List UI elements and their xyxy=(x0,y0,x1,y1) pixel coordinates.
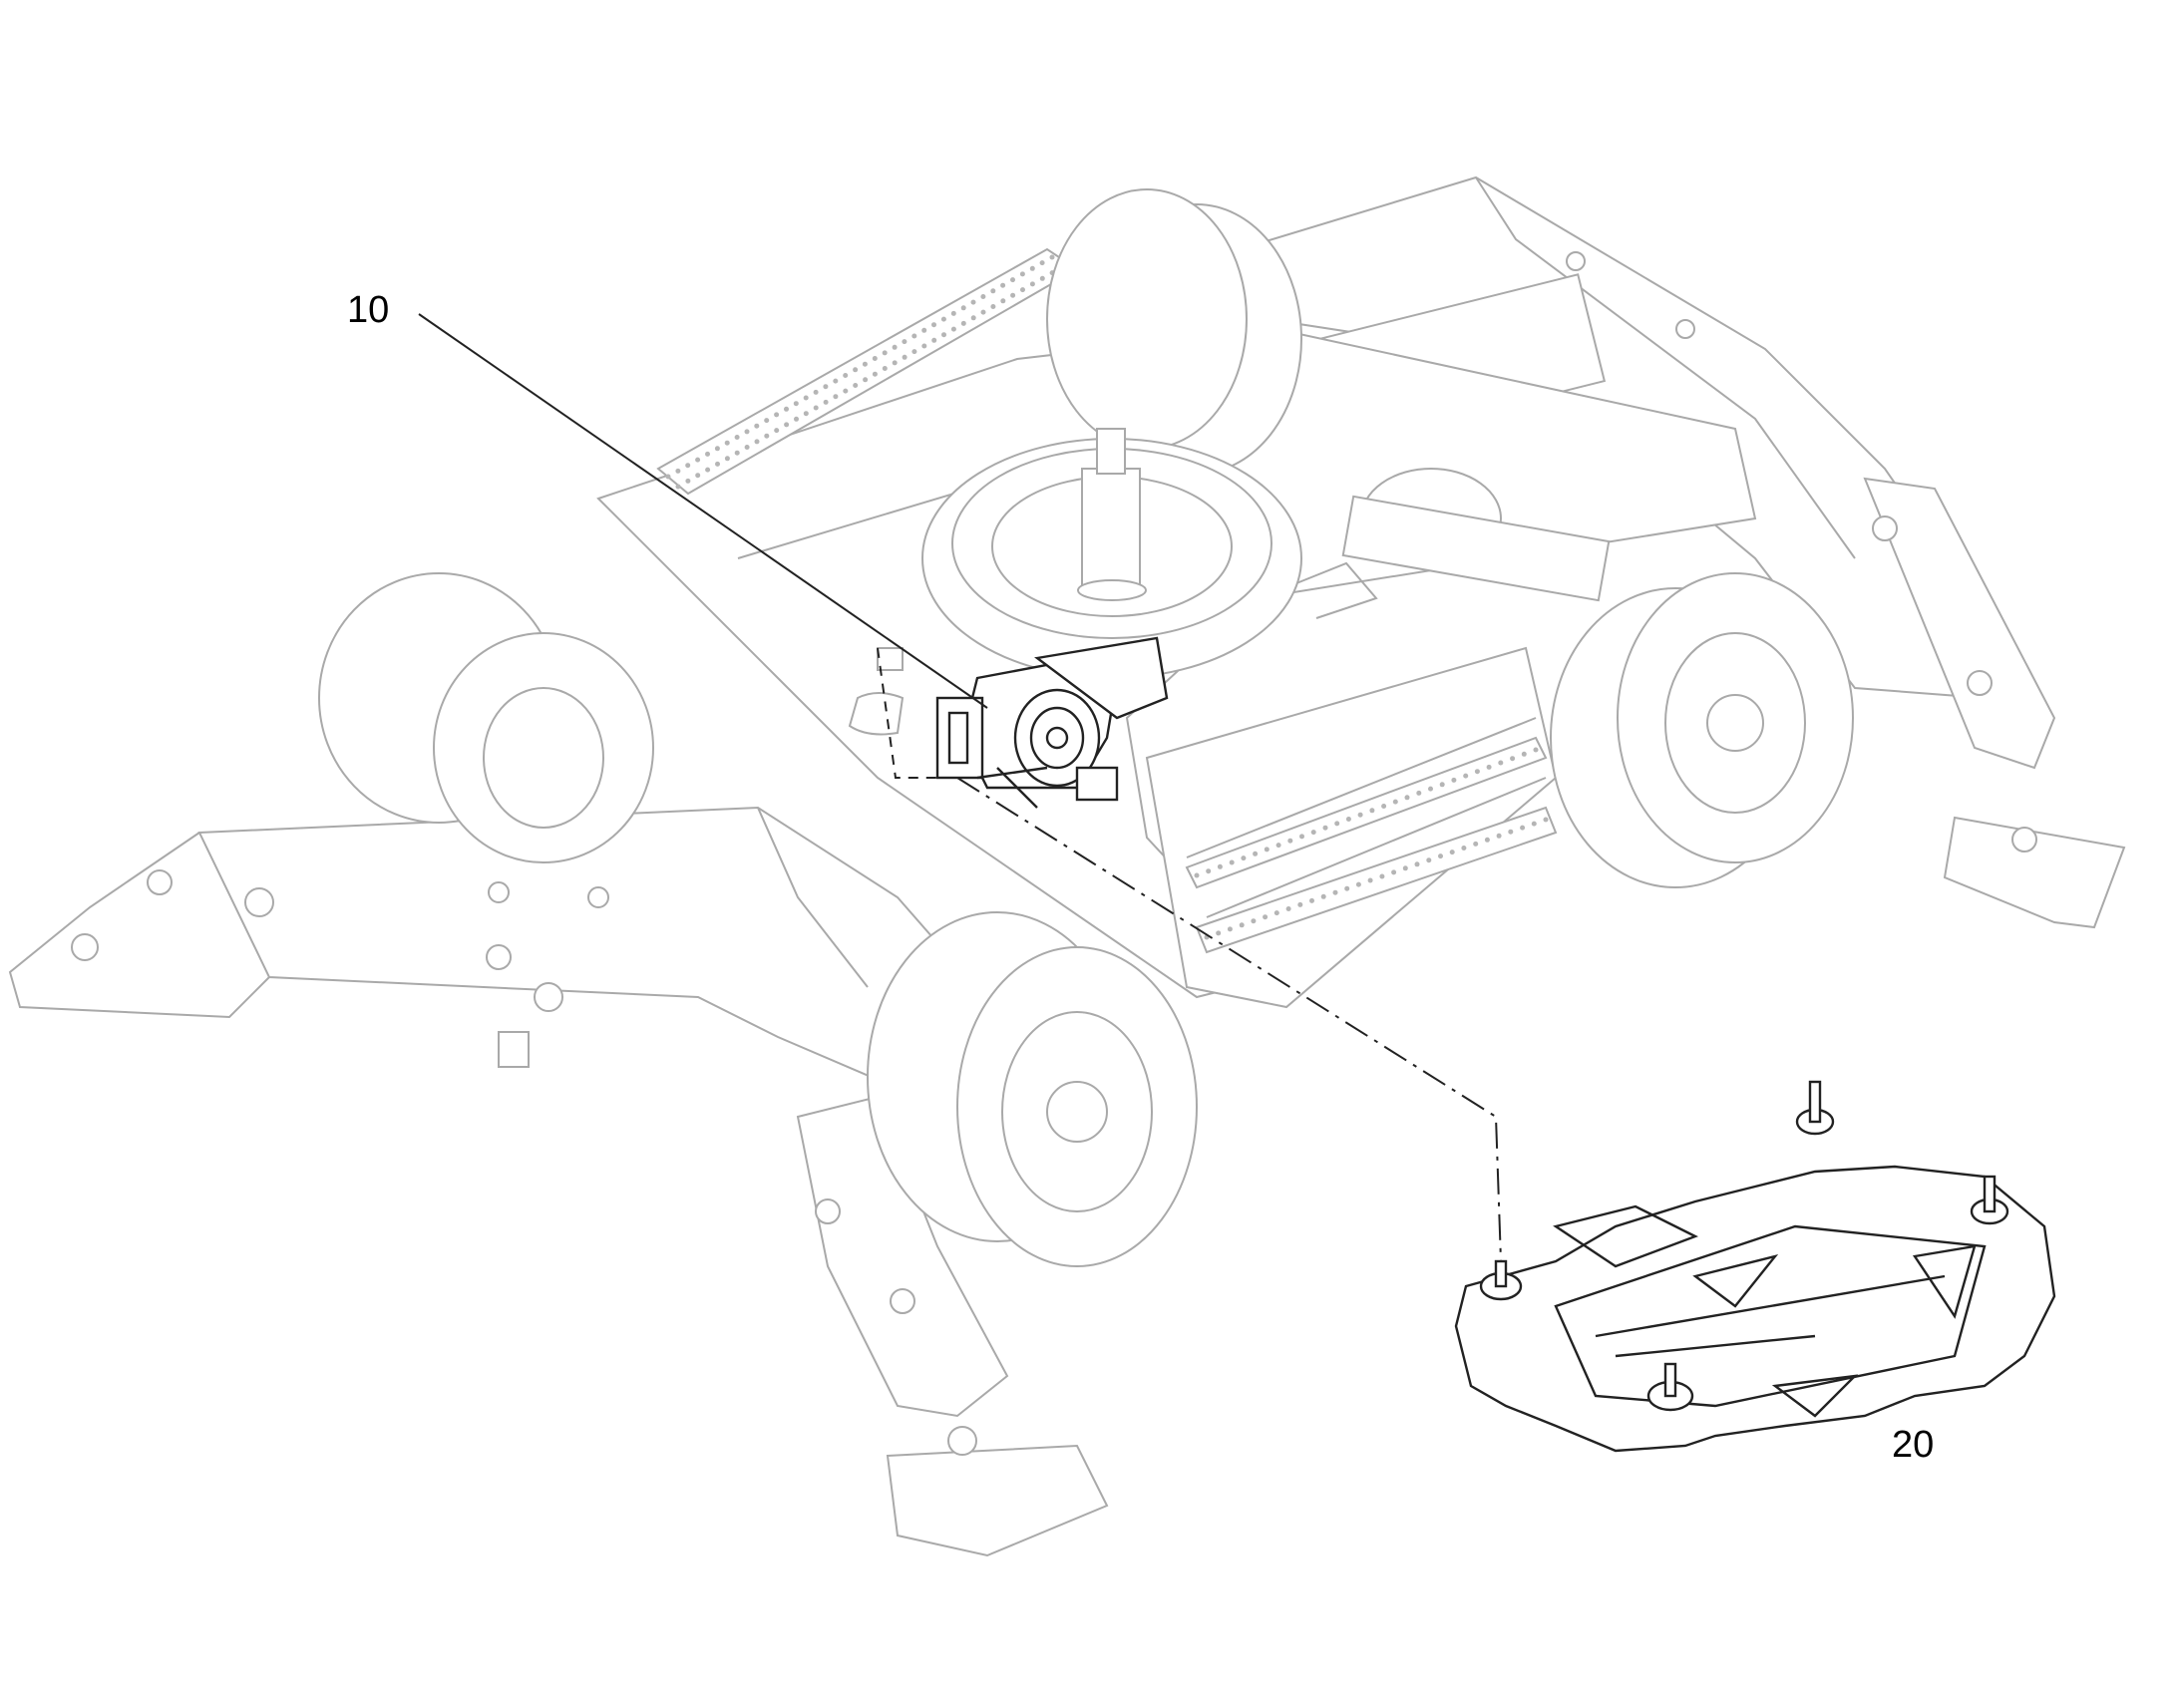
front-left-tires xyxy=(318,572,654,863)
slew-ring xyxy=(921,428,1302,679)
front-outrigger-frame xyxy=(8,806,1109,1557)
part-10-swing-drive xyxy=(935,636,1169,809)
leader-line-10 xyxy=(418,313,988,709)
rear-right-tires xyxy=(1550,572,1854,888)
perforated-step-right xyxy=(1185,736,1558,954)
callout-20: 20 xyxy=(1892,1424,1935,1466)
bracket-cap xyxy=(848,647,905,736)
callout-10: 10 xyxy=(347,289,390,331)
part-20-support-frame xyxy=(1454,1080,2056,1453)
leader-line-dashed-bracket xyxy=(877,647,957,779)
front-right-tires xyxy=(867,911,1198,1267)
rear-left-tires xyxy=(1046,188,1302,475)
step-perforation-dots xyxy=(665,254,1549,940)
rear-axle xyxy=(1295,468,1611,619)
